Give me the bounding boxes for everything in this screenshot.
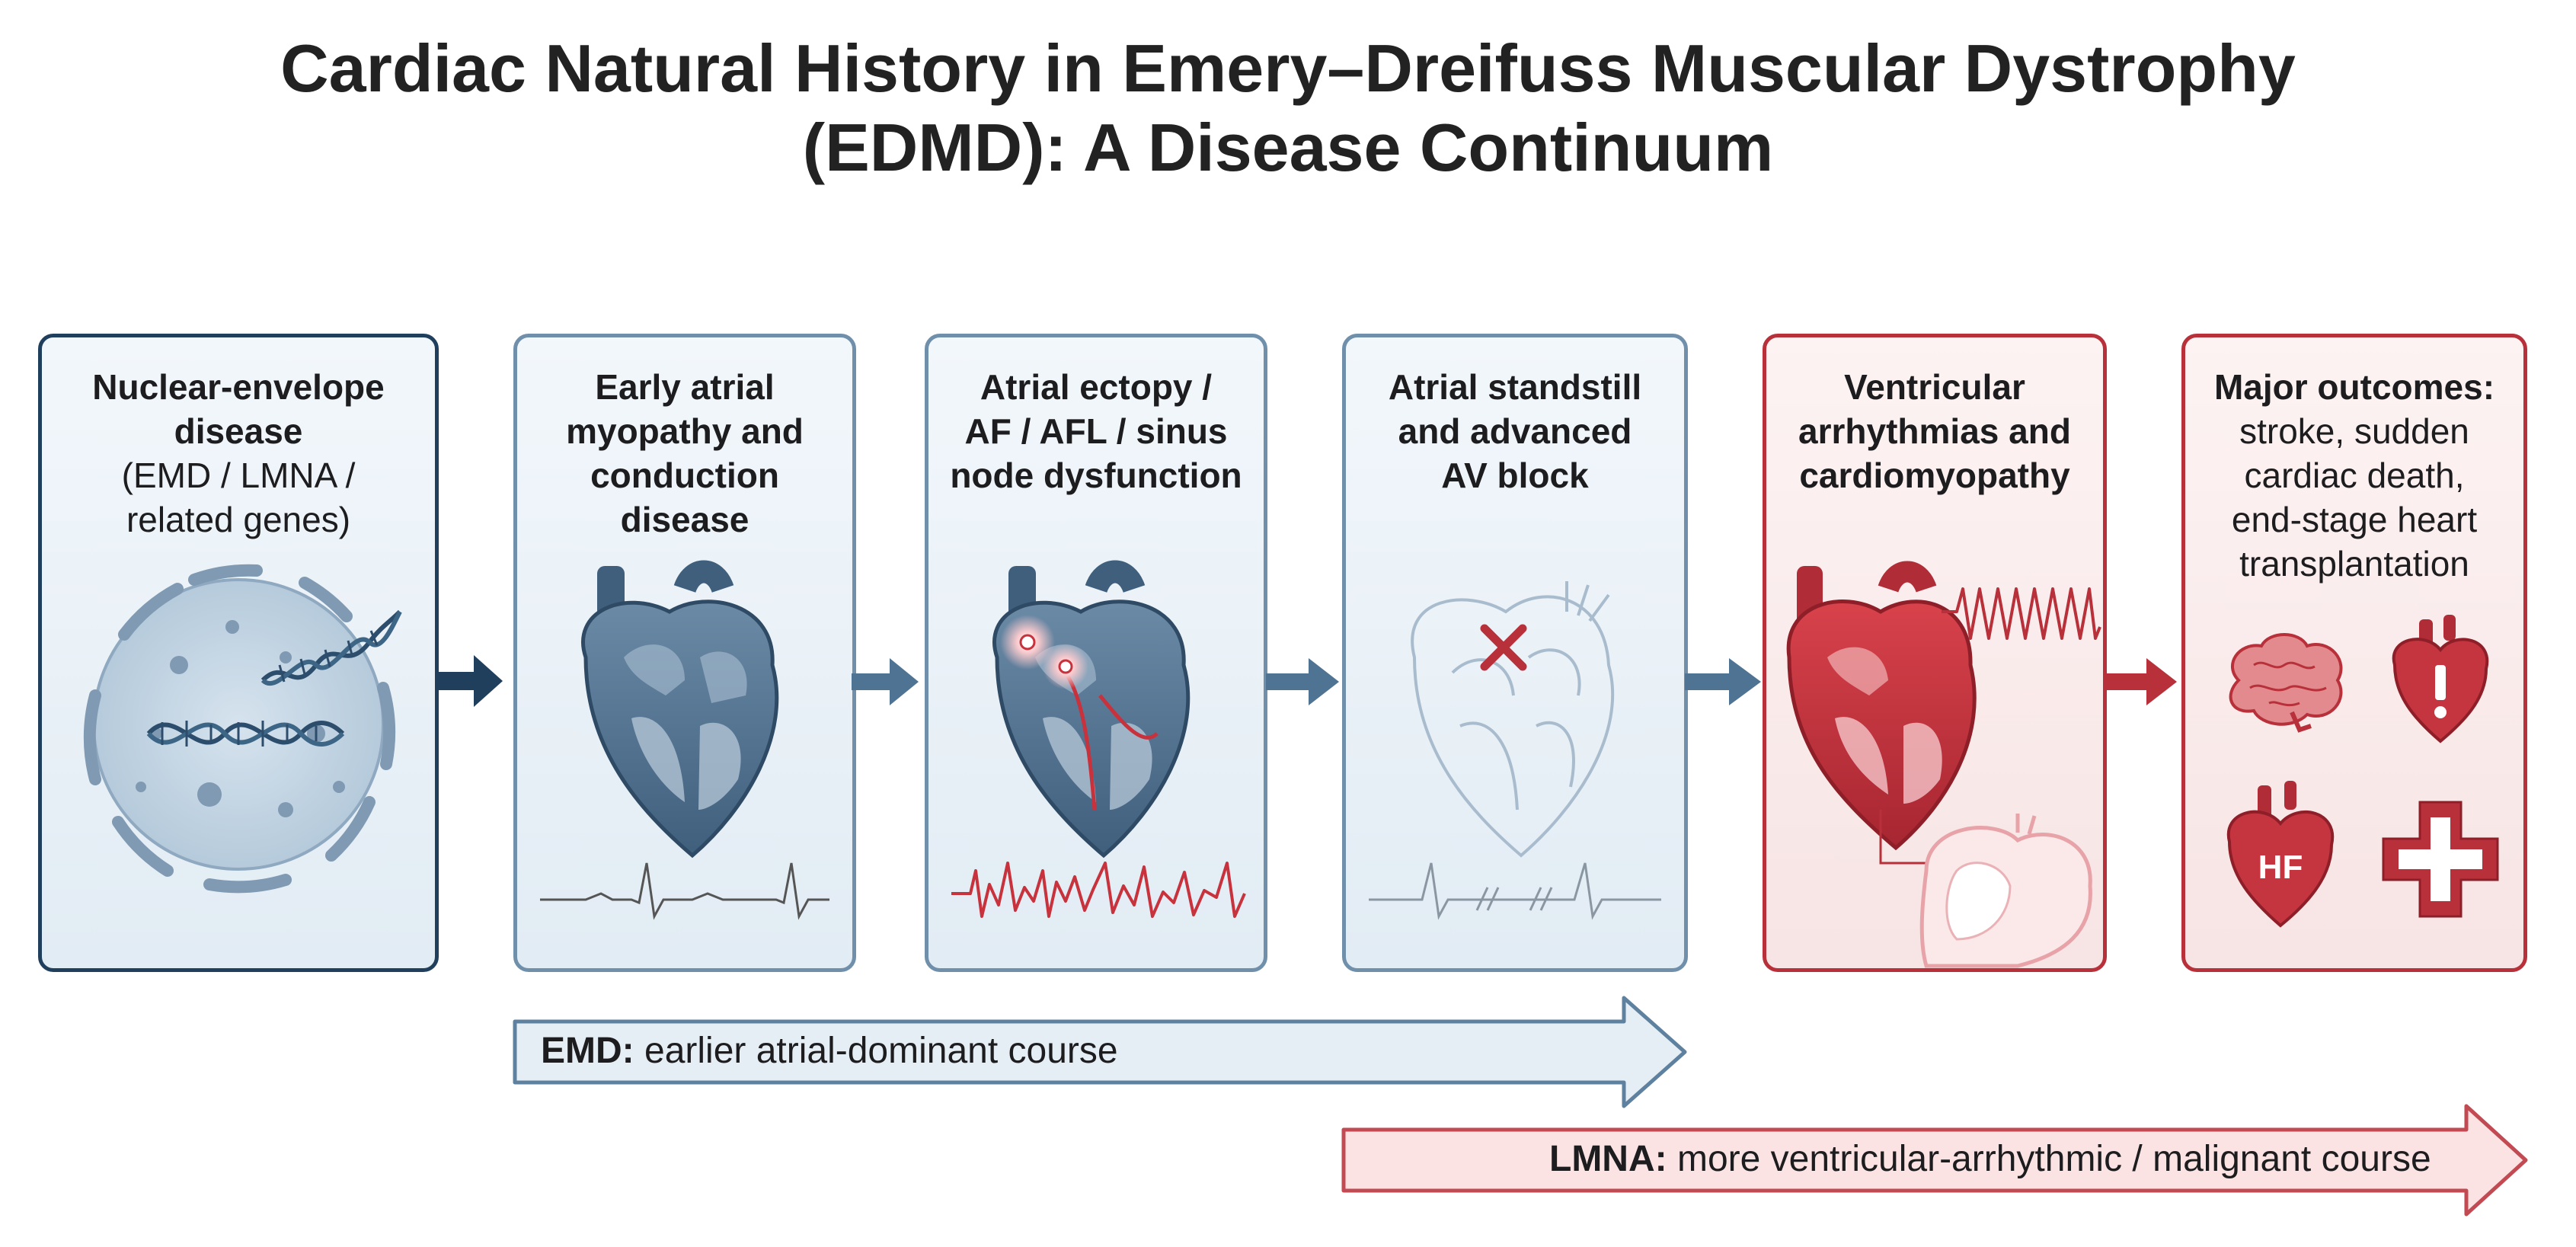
title-line-1: Cardiac Natural History in Emery–Dreifus… (280, 30, 2296, 106)
medical-cross-icon (2382, 801, 2499, 918)
brain-icon (2229, 633, 2343, 733)
flow-arrow-3 (1266, 658, 1339, 705)
heart-outline-block-icon (1369, 581, 1661, 920)
cell-nucleus-dna-icon (83, 564, 402, 894)
stage-title: Atrial standstill and advanced AV block (1388, 367, 1642, 495)
flow-arrow-1 (436, 655, 503, 707)
flow-arrow-5 (2104, 658, 2177, 705)
emd-course-band (513, 996, 1687, 1108)
heart-icon (540, 560, 829, 920)
stage-ventricular-arrhythmias: Ventricular arrhythmias and cardiomyopat… (1763, 334, 2107, 972)
red-heart-icon (1786, 561, 2101, 968)
stage-major-outcomes: Major outcomes: stroke, sudden cardiac d… (2181, 334, 2527, 972)
stage-title: Ventricular arrhythmias and cardiomyopat… (1798, 367, 2071, 495)
heart-ectopy-icon (951, 560, 1246, 918)
emd-course-label: EMD: earlier atrial-dominant course (541, 1031, 1118, 1071)
stage-atrial-ectopy: Atrial ectopy / AF / AFL / sinus node dy… (925, 334, 1267, 972)
heart-failure-icon: HF (2226, 781, 2335, 928)
stage-title: Nuclear-envelope disease (EMD / LMNA / r… (92, 367, 385, 539)
stage-early-atrial-myopathy: Early atrial myopathy and conduction dis… (513, 334, 856, 972)
diagram-title: Cardiac Natural History in Emery–Dreifus… (0, 29, 2576, 187)
stage-title: Atrial ectopy / AF / AFL / sinus node dy… (950, 367, 1242, 495)
title-line-2: (EDMD): A Disease Continuum (802, 110, 1774, 185)
heart-alert-icon (2392, 615, 2489, 743)
stage-title: Major outcomes: stroke, sudden cardiac d… (2213, 367, 2495, 584)
stage-atrial-standstill: Atrial standstill and advanced AV block (1342, 334, 1688, 972)
lmna-course-label: LMNA: more ventricular-arrhythmic / mali… (1549, 1139, 2431, 1179)
stage-nuclear-envelope: Nuclear-envelope disease (EMD / LMNA / r… (38, 334, 439, 972)
lmna-course-band (1341, 1104, 2528, 1217)
stage-title: Early atrial myopathy and conduction dis… (566, 367, 804, 539)
flow-arrow-4 (1685, 658, 1761, 705)
hf-label: HF (2258, 849, 2303, 886)
flow-arrow-2 (852, 658, 919, 705)
